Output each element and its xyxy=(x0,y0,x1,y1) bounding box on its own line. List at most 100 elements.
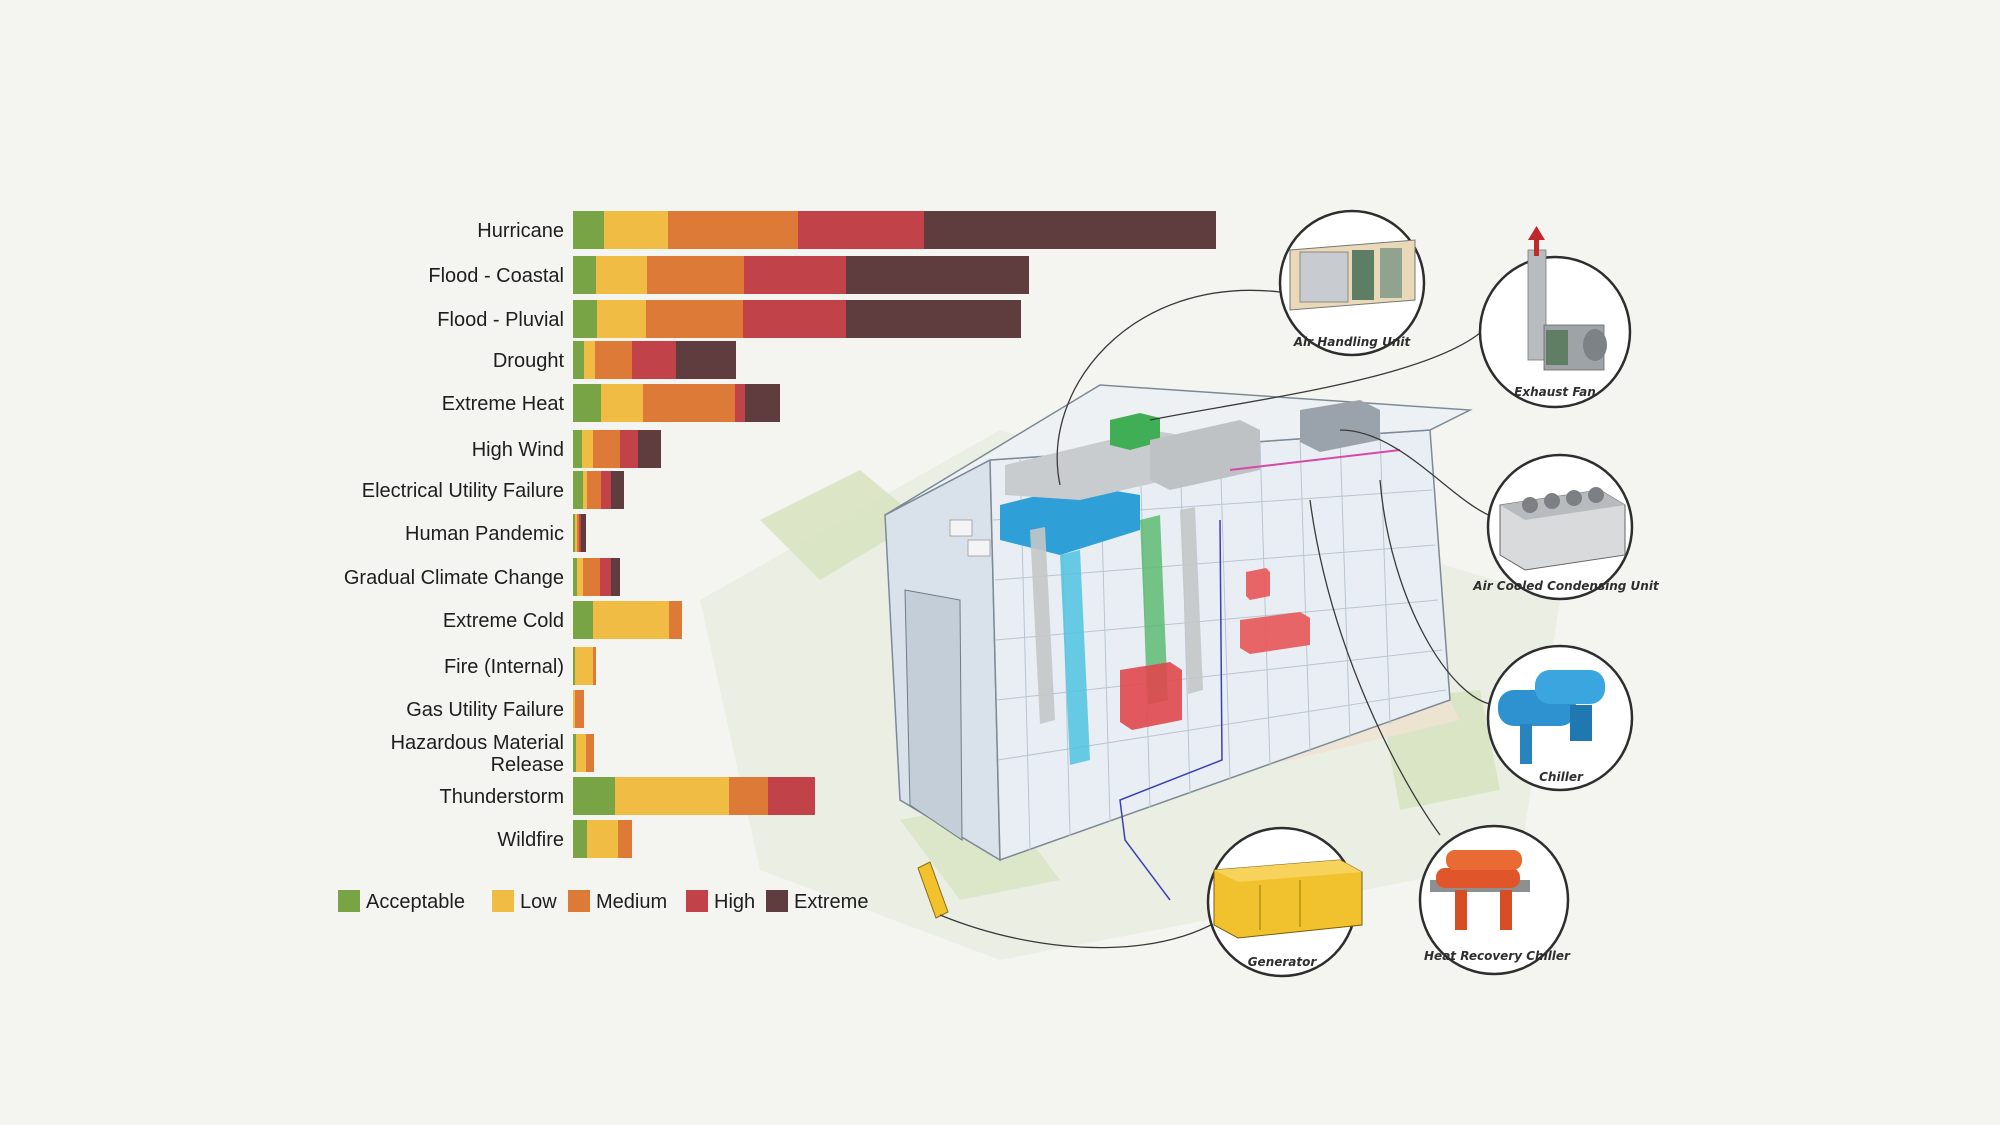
bar-gradual-climate-change-high xyxy=(600,558,611,596)
bar-wildfire-medium xyxy=(618,820,632,858)
bar-hazardous-material-release-low xyxy=(576,734,586,772)
bar-gas-utility-failure-low xyxy=(573,690,575,728)
bar-extreme-heat-medium xyxy=(643,384,735,422)
callout-exhaust-fan: Exhaust Fan xyxy=(1478,249,1632,409)
bar-human-pandemic-extreme xyxy=(581,514,586,552)
callout-generator: Generator xyxy=(1206,826,1363,978)
bar-hurricane-high xyxy=(798,211,924,249)
bar-extreme-heat-low xyxy=(601,384,643,422)
category-label-human-pandemic: Human Pandemic xyxy=(405,523,564,545)
bar-drought-low xyxy=(584,341,595,379)
bar-electrical-utility-failure-extreme xyxy=(611,471,624,509)
heat-recovery-chiller-icon xyxy=(1430,850,1530,930)
bar-high-wind-extreme xyxy=(638,430,661,468)
riser-green xyxy=(1140,515,1168,705)
generator-icon xyxy=(1213,859,1363,939)
bar-extreme-cold-medium xyxy=(669,601,682,639)
category-label-gas-utility-failure: Gas Utility Failure xyxy=(406,699,564,721)
rooftop-box-2 xyxy=(967,539,991,557)
bar-high-wind-high xyxy=(620,430,638,468)
bar-drought-acceptable xyxy=(573,341,584,379)
bar-drought-medium xyxy=(595,341,632,379)
category-label-thunderstorm: Thunderstorm xyxy=(440,786,565,808)
bar-flood-pluvial-extreme xyxy=(846,300,1021,338)
legend-label-low: Low xyxy=(520,891,557,913)
category-label-extreme-heat: Extreme Heat xyxy=(442,393,565,415)
callout-air-cooled-condensing-unit: Air Cooled Condensing Unit xyxy=(1472,453,1660,601)
rooftop-grey-block-2 xyxy=(1150,420,1260,490)
bar-gradual-climate-change-extreme xyxy=(611,558,620,596)
category-label-drought: Drought xyxy=(493,350,565,372)
exhaust-arrow-icon xyxy=(1528,226,1545,256)
exhaust-fan-icon xyxy=(1527,249,1607,371)
bar-human-pandemic-acceptable xyxy=(573,514,575,552)
leader-exhaust xyxy=(1149,332,1481,421)
leader-ahu xyxy=(1056,289,1281,486)
bar-flood-coastal-extreme xyxy=(846,256,1029,294)
callout-chiller: Chiller xyxy=(1486,644,1634,792)
category-label-high-wind: High Wind xyxy=(472,439,564,461)
riser-grey xyxy=(1030,527,1055,724)
air-handling-unit-icon xyxy=(1289,239,1416,311)
rooftop-green-block xyxy=(1110,413,1160,450)
chiller-icon xyxy=(1498,670,1605,764)
legend-swatch-acceptable xyxy=(338,890,360,912)
bar-hurricane-low xyxy=(604,211,668,249)
bar-flood-coastal-medium xyxy=(647,256,744,294)
bar-flood-pluvial-acceptable xyxy=(573,300,597,338)
bar-high-wind-medium xyxy=(593,430,620,468)
callout-heat-recovery-chiller: Heat Recovery Chiller xyxy=(1418,824,1571,976)
site-grass xyxy=(760,470,920,580)
legend-label-acceptable: Acceptable xyxy=(366,891,465,913)
rooftop-box-1 xyxy=(949,519,973,537)
callout-label-exhaust-fan: Exhaust Fan xyxy=(1514,385,1596,399)
bar-electrical-utility-failure-acceptable xyxy=(573,471,583,509)
building-glazing-panel xyxy=(904,589,963,841)
bar-gas-utility-failure-medium xyxy=(575,690,584,728)
bar-fire-internal-medium xyxy=(593,647,596,685)
bar-flood-coastal-low xyxy=(596,256,647,294)
bar-extreme-heat-high xyxy=(735,384,745,422)
category-label-fire-internal: Fire (Internal) xyxy=(444,656,564,678)
rooftop-units-right xyxy=(1300,400,1380,452)
category-label-extreme-cold: Extreme Cold xyxy=(443,610,564,632)
bar-electrical-utility-failure-high xyxy=(601,471,611,509)
riser-blue xyxy=(1060,550,1090,765)
legend-swatch-extreme xyxy=(766,890,788,912)
pipe-pink xyxy=(1229,449,1401,471)
bar-high-wind-acceptable xyxy=(573,430,582,468)
bar-extreme-heat-extreme xyxy=(745,384,780,422)
callout-label-ahu: Air Handling Unit xyxy=(1293,335,1412,349)
bar-flood-coastal-acceptable xyxy=(573,256,596,294)
bar-high-wind-low xyxy=(582,430,593,468)
leader-chiller xyxy=(1379,479,1496,706)
bar-thunderstorm-high xyxy=(768,777,815,815)
bar-gradual-climate-change-low xyxy=(577,558,583,596)
bar-thunderstorm-acceptable xyxy=(573,777,615,815)
bar-extreme-heat-acceptable xyxy=(573,384,601,422)
legend-swatch-medium xyxy=(568,890,590,912)
red-block-1 xyxy=(1120,662,1182,730)
bar-thunderstorm-medium xyxy=(729,777,768,815)
bar-fire-internal-acceptable xyxy=(573,647,575,685)
bar-wildfire-low xyxy=(587,820,618,858)
bar-extreme-cold-low xyxy=(593,601,669,639)
bar-flood-pluvial-medium xyxy=(646,300,743,338)
callout-label-generator: Generator xyxy=(1248,955,1318,969)
bar-wildfire-acceptable xyxy=(573,820,587,858)
category-label-wildfire: Wildfire xyxy=(497,829,564,851)
bar-human-pandemic-medium xyxy=(577,514,579,552)
bar-fire-internal-low xyxy=(575,647,593,685)
category-label-hurricane: Hurricane xyxy=(477,220,564,242)
bar-extreme-cold-acceptable xyxy=(573,601,593,639)
bar-gradual-climate-change-acceptable xyxy=(573,558,577,596)
bar-hurricane-acceptable xyxy=(573,211,604,249)
legend-swatch-low xyxy=(492,890,514,912)
bar-thunderstorm-low xyxy=(615,777,729,815)
leader-condensing xyxy=(1339,429,1494,518)
bar-gradual-climate-change-medium xyxy=(583,558,600,596)
callout-label-condensing-unit: Air Cooled Condensing Unit xyxy=(1472,579,1660,593)
